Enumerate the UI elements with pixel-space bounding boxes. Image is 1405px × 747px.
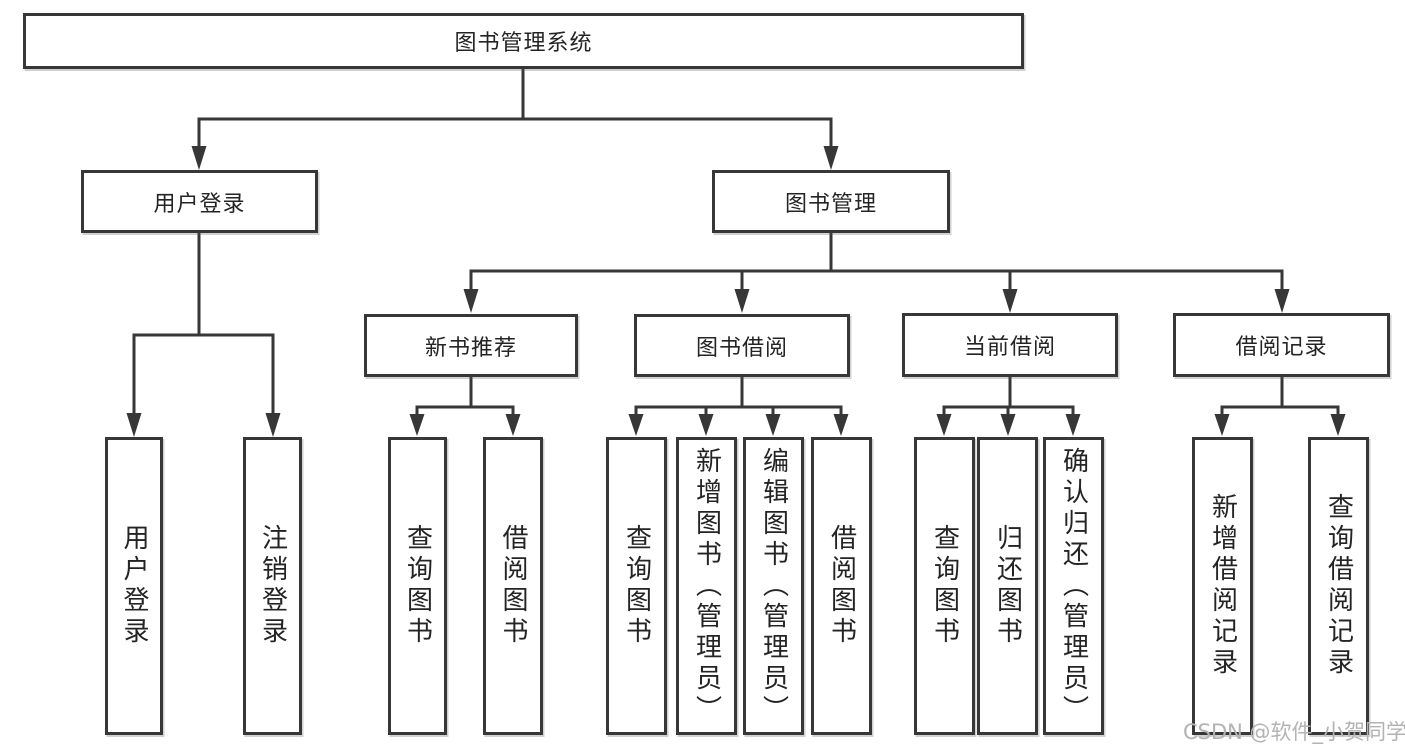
leaf-user-login: 用户登录 — [105, 437, 163, 735]
leaf-query-books-recommend: 查询图书 — [388, 437, 447, 735]
leaf-add-book-admin: 新增图书（管理员） — [676, 437, 737, 735]
arrowhead-icon — [463, 289, 479, 313]
node-new-book-recommendation: 新书推荐 — [364, 314, 578, 377]
node-root-book-management-system: 图书管理系统 — [23, 13, 1024, 69]
leaf-logout: 注销登录 — [243, 437, 302, 735]
leaf-label: 查询图书 — [621, 524, 652, 648]
arrowhead-icon — [628, 414, 644, 436]
node-borrowing-records: 借阅记录 — [1173, 313, 1390, 377]
leaf-label: 查询图书 — [929, 524, 960, 648]
connector-borrowing-records-children — [1214, 377, 1346, 436]
csdn-watermark: CSDN @软件_小贺同学 — [1183, 720, 1405, 744]
arrowhead-icon — [734, 289, 750, 313]
leaf-label: 注销登录 — [257, 524, 288, 648]
leaf-borrow-books-borrowing: 借阅图书 — [811, 437, 872, 735]
node-book-management: 图书管理 — [712, 170, 950, 233]
arrowhead-icon — [1002, 289, 1018, 313]
arrowhead-icon — [765, 414, 781, 436]
arrowhead-icon — [1065, 414, 1081, 436]
connector-new-book-children — [409, 377, 521, 436]
connector-book-borrowing-children — [628, 377, 849, 436]
leaf-query-borrow-record: 查询借阅记录 — [1308, 437, 1369, 735]
leaf-label: 借阅图书 — [826, 524, 857, 648]
leaf-label: 确认归还（管理员） — [1058, 446, 1089, 726]
node-current-borrowing: 当前借阅 — [902, 313, 1118, 377]
connector-user-login-children — [126, 233, 281, 437]
leaf-add-borrow-record: 新增借阅记录 — [1192, 437, 1253, 735]
arrowhead-icon — [823, 146, 839, 170]
node-book-borrowing: 图书借阅 — [634, 314, 850, 377]
leaf-edit-book-admin: 编辑图书（管理员） — [743, 437, 804, 735]
arrowhead-icon — [833, 414, 849, 436]
leaf-label: 归还图书 — [992, 524, 1023, 648]
arrowhead-icon — [1214, 414, 1230, 436]
leaf-borrow-books-recommend: 借阅图书 — [483, 437, 543, 735]
leaf-label: 新增借阅记录 — [1207, 493, 1238, 679]
arrowhead-icon — [191, 146, 207, 170]
arrowhead-icon — [409, 414, 425, 436]
arrowhead-icon — [1330, 414, 1346, 436]
leaf-label: 新增图书（管理员） — [691, 446, 722, 726]
leaf-label: 用户登录 — [119, 524, 149, 648]
arrowhead-icon — [505, 414, 521, 436]
node-user-login: 用户登录 — [81, 170, 318, 233]
leaf-label: 查询借阅记录 — [1323, 493, 1354, 679]
arrowhead-icon — [1274, 289, 1290, 313]
leaf-query-books-borrowing: 查询图书 — [606, 437, 667, 735]
connector-root-to-level2 — [191, 69, 839, 170]
arrowhead-icon — [936, 414, 952, 436]
arrowhead-icon — [698, 414, 714, 436]
connector-book-management-children — [463, 233, 1290, 313]
arrowhead-icon — [1000, 414, 1016, 436]
arrowhead-icon — [265, 413, 281, 437]
leaf-label: 编辑图书（管理员） — [758, 446, 789, 726]
leaf-return-book: 归还图书 — [977, 437, 1038, 735]
leaf-confirm-return-admin: 确认归还（管理员） — [1043, 437, 1104, 735]
leaf-label: 查询图书 — [402, 524, 433, 648]
arrowhead-icon — [126, 413, 142, 437]
leaf-label: 借阅图书 — [498, 524, 528, 648]
connector-current-borrowing-children — [936, 377, 1081, 436]
leaf-query-books-current: 查询图书 — [914, 437, 975, 735]
